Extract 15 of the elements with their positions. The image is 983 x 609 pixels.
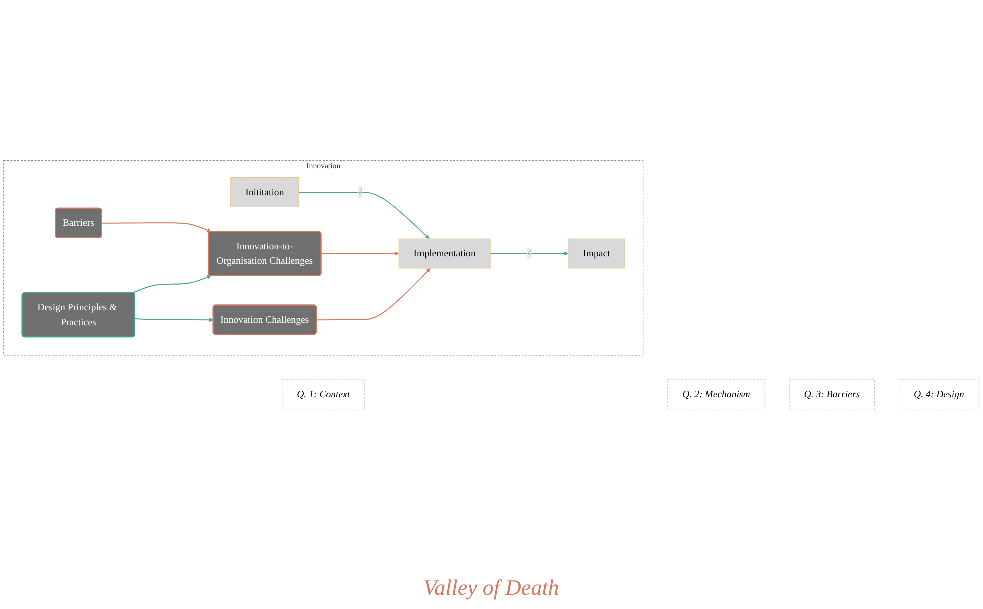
arrow xyxy=(490,252,569,256)
node-box: Q. 3: Barriers xyxy=(789,380,876,410)
arrow xyxy=(132,275,212,294)
annotation-text: Valley of Death xyxy=(424,575,560,600)
node-box: Implementation xyxy=(398,238,491,269)
arrow xyxy=(102,222,212,232)
arrow xyxy=(134,318,214,322)
node-box: Q. 2: Mechanism xyxy=(668,380,766,410)
node-box: Inititation xyxy=(230,178,300,208)
node-box: Impact xyxy=(568,238,626,269)
node-box: Q. 1: Context xyxy=(282,380,366,410)
arrow xyxy=(321,252,400,256)
node-box: Q. 4: Design xyxy=(899,380,980,410)
arrow xyxy=(298,192,430,240)
arrow xyxy=(316,268,431,321)
